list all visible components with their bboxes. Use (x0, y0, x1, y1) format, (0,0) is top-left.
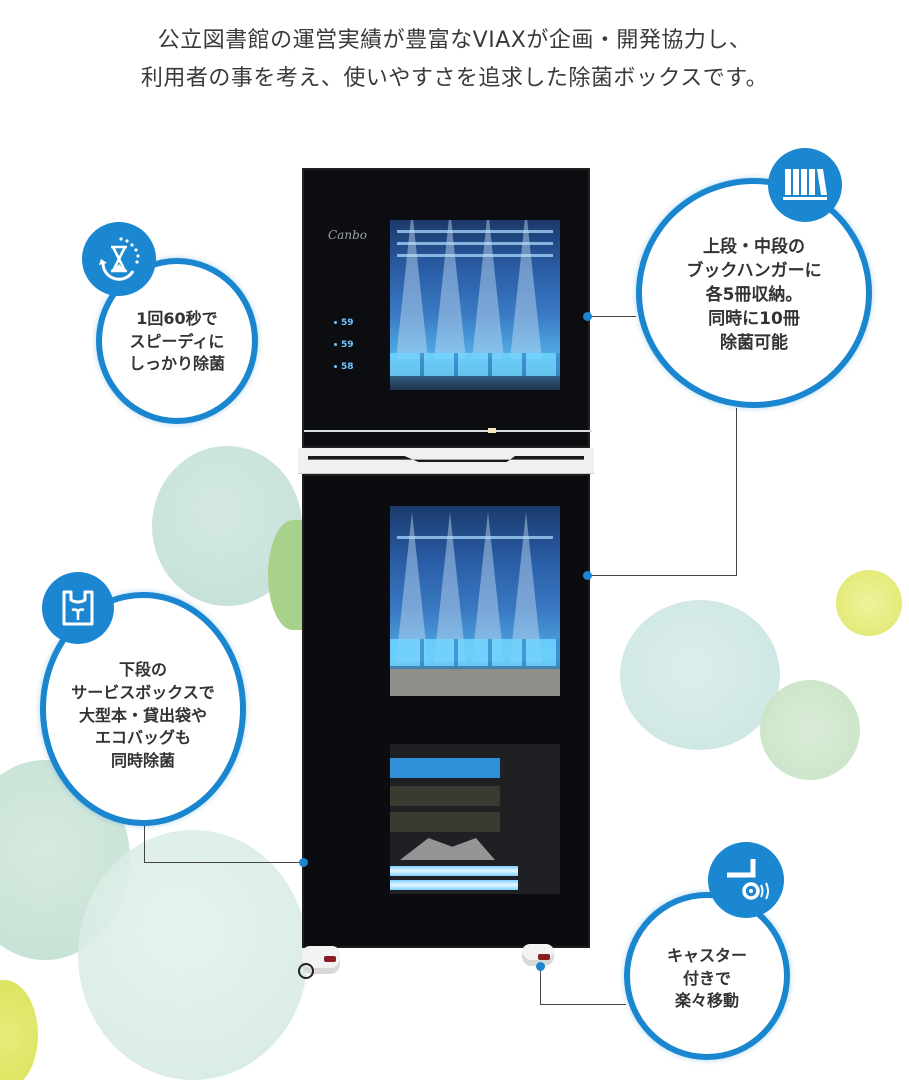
connector-line (540, 1004, 626, 1005)
connector-line (540, 966, 541, 1004)
watercolor-blob (760, 680, 860, 780)
display-readout: 59 (334, 340, 354, 350)
connector-dot (299, 858, 308, 867)
service-box-window (390, 744, 560, 894)
headline-line-2: 利用者の事を考え、使いやすさを追求した除菌ボックスです。 (140, 66, 769, 91)
lower-compartment (302, 474, 590, 948)
caster-wheel (298, 946, 340, 979)
caster-wheel (522, 944, 554, 966)
upper-compartment: Canbo 59 59 58 (302, 168, 592, 448)
headline-line-1: 公立図書館の運営実績が豊富なVIAXが企画・開発協力し、 (157, 28, 752, 53)
connector-line (736, 408, 737, 576)
door-handle (304, 428, 592, 433)
display-readout: 58 (334, 362, 354, 372)
watercolor-blob (836, 570, 902, 636)
upper-window (390, 220, 560, 390)
bag-icon (42, 572, 114, 644)
connector-dot (583, 312, 592, 321)
display-readout: 59 (334, 318, 354, 328)
watercolor-blob (620, 600, 780, 750)
connector-line (144, 862, 304, 863)
brand-logo: Canbo (328, 228, 367, 242)
books-icon (768, 148, 842, 222)
connector-line (590, 316, 636, 317)
hourglass-icon (82, 222, 156, 296)
caster-icon (708, 842, 784, 918)
watercolor-blob (78, 830, 308, 1080)
divider-strip (298, 448, 594, 474)
headline: 公立図書館の運営実績が豊富なVIAXが企画・開発協力し、 利用者の事を考え、使い… (0, 22, 909, 98)
callout-casters: キャスター 付きで 楽々移動 (624, 892, 790, 1060)
connector-dot (583, 571, 592, 580)
connector-dot (536, 962, 545, 971)
middle-window (390, 506, 560, 696)
watercolor-blob (0, 980, 38, 1080)
callout-capacity: 上段・中段の ブックハンガーに 各5冊収納。 同時に10冊 除菌可能 (636, 178, 872, 408)
sterilizer-cabinet: Canbo 59 59 58 (298, 168, 594, 979)
connector-line (144, 824, 145, 862)
connector-line (590, 575, 737, 576)
